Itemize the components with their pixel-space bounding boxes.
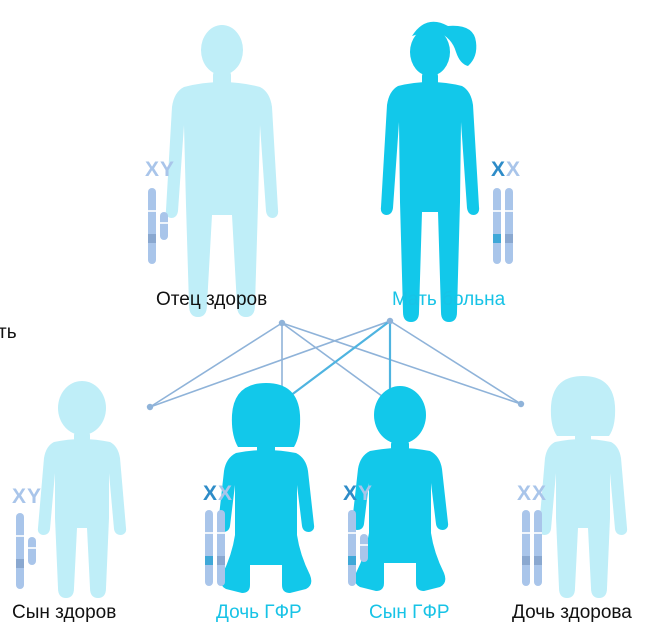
mother-figure xyxy=(381,22,479,322)
x-chromosome xyxy=(348,510,356,586)
x-chromosome xyxy=(148,188,156,264)
y-chromosome xyxy=(160,212,168,240)
y-chromosome xyxy=(360,534,368,562)
son-affected-chromosome-letters: XY xyxy=(343,483,373,504)
y-chromosome xyxy=(28,537,36,565)
daughter-healthy-chromosome-letters: XX xyxy=(517,483,547,504)
chromosome-letter: X xyxy=(12,485,27,508)
chromosome-letter: X xyxy=(532,482,547,505)
daughter-affected-label: Дочь ГФР xyxy=(216,603,302,622)
link-node xyxy=(279,320,285,326)
daughter-healthy-label: Дочь здорова xyxy=(512,603,632,622)
x-chromosome xyxy=(534,510,542,586)
son-affected-label: Сын ГФР xyxy=(369,603,450,622)
chromosome-letter: X xyxy=(203,482,218,505)
chromosome-letter: Y xyxy=(358,482,373,505)
chromosome-letter: X xyxy=(506,158,521,181)
edge-text-fragment: ть xyxy=(0,323,17,342)
link-node xyxy=(518,401,524,407)
x-chromosome xyxy=(493,188,501,264)
chromosome-letter: X xyxy=(517,482,532,505)
son-healthy-chromosome-letters: XY xyxy=(12,486,42,507)
chromosome-letter: X xyxy=(343,482,358,505)
mother-chromosome-letters: XX xyxy=(491,159,521,180)
daughter-affected-chromosome-letters: XX xyxy=(203,483,233,504)
link-node xyxy=(147,404,153,410)
chromosome-letter: Y xyxy=(160,158,175,181)
x-chromosome xyxy=(505,188,513,264)
chromosome-letter: X xyxy=(145,158,160,181)
x-chromosome xyxy=(522,510,530,586)
link-node xyxy=(387,318,393,324)
inheritance-links xyxy=(147,318,524,410)
father-figure xyxy=(166,25,278,317)
chromosome-letter: Y xyxy=(27,485,42,508)
x-chromosome xyxy=(16,513,24,589)
mother-label: Мать больна xyxy=(392,290,505,309)
daughter-healthy-figure xyxy=(539,376,627,598)
x-chromosome xyxy=(205,510,213,586)
son-healthy-label: Сын здоров xyxy=(12,603,116,622)
son-healthy-figure xyxy=(38,381,126,598)
father-chromosome-letters: XY xyxy=(145,159,175,180)
chromosome-letter: X xyxy=(218,482,233,505)
x-chromosome xyxy=(217,510,225,586)
father-label: Отец здоров xyxy=(156,290,267,309)
chromosome-letter: X xyxy=(491,158,506,181)
